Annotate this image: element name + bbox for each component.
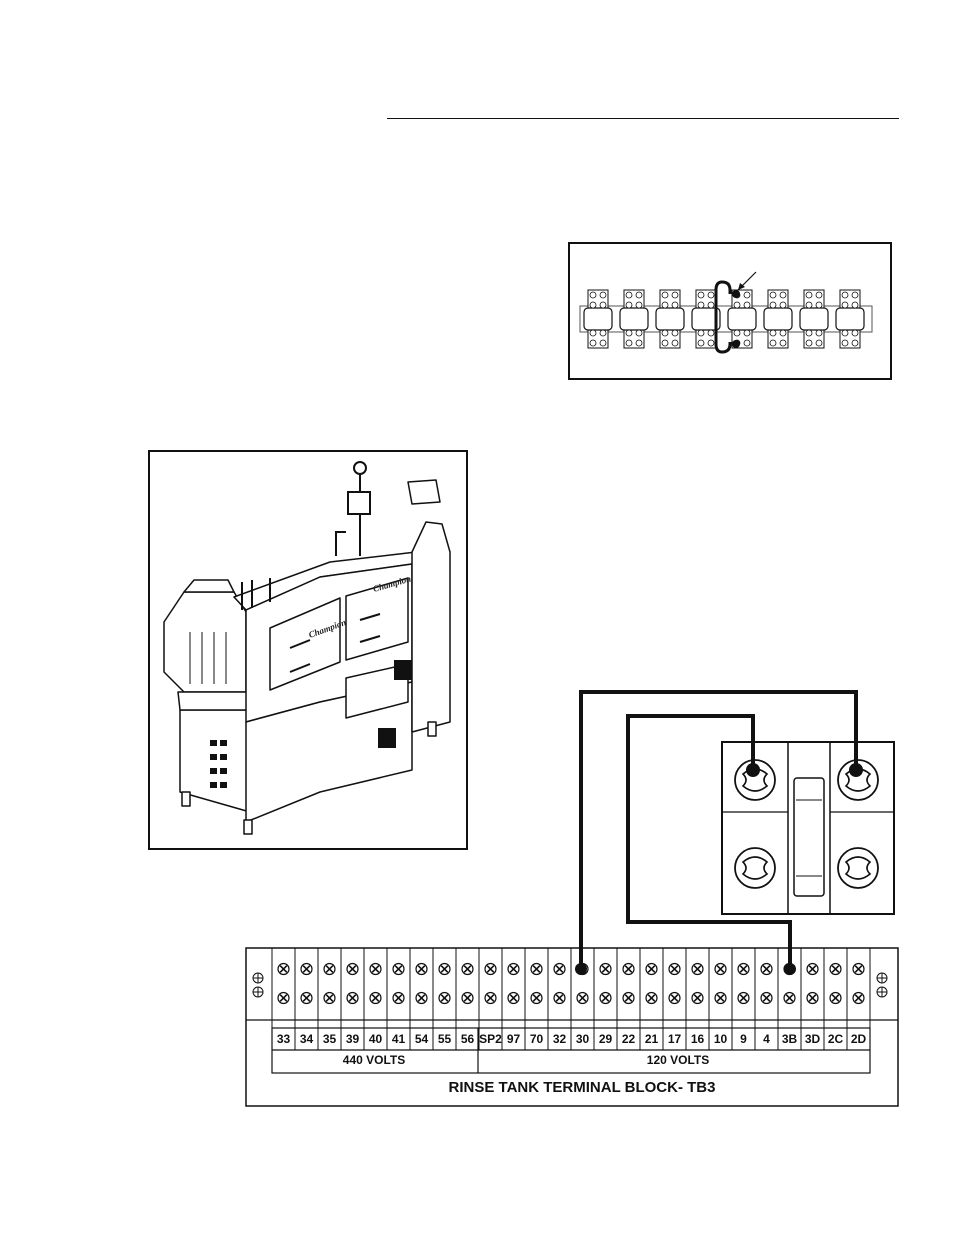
terminal-number: 56 <box>461 1032 475 1046</box>
screw-terminal-icon <box>623 964 634 975</box>
screw-terminal-icon <box>715 993 726 1004</box>
terminal-number: 16 <box>691 1032 705 1046</box>
screw-terminal-icon <box>669 993 680 1004</box>
terminal-number: 35 <box>323 1032 337 1046</box>
screw-terminal-icon <box>623 993 634 1004</box>
screw-terminal-icon <box>853 993 864 1004</box>
screw-terminal-icon <box>600 964 611 975</box>
screw-terminal-icon <box>830 964 841 975</box>
screw-terminal-icon <box>393 993 404 1004</box>
terminal-number: 22 <box>622 1032 636 1046</box>
screw-terminal-icon <box>301 964 312 975</box>
terminal-number: 55 <box>438 1032 452 1046</box>
terminal-block-title: RINSE TANK TERMINAL BLOCK- TB3 <box>449 1079 716 1096</box>
terminal-number: 33 <box>277 1032 291 1046</box>
terminal-number: 40 <box>369 1032 383 1046</box>
screw-terminal-icon <box>485 993 496 1004</box>
screw-terminal-icon <box>278 993 289 1004</box>
screw-terminal-icon <box>692 993 703 1004</box>
screw-terminal-icon <box>439 964 450 975</box>
screw-terminal-icon <box>370 993 381 1004</box>
screw-terminal-icon <box>646 964 657 975</box>
screw-terminal-icon <box>531 964 542 975</box>
screw-terminal-icon <box>738 993 749 1004</box>
screw-terminal-icon <box>669 964 680 975</box>
screw-terminal-icon <box>738 964 749 975</box>
screw-terminal-icon <box>301 993 312 1004</box>
terminal-number: 34 <box>300 1032 314 1046</box>
screw-terminal-icon <box>807 964 818 975</box>
screw-terminal-icon <box>439 993 450 1004</box>
screw-terminal-icon <box>347 993 358 1004</box>
screw-terminal-icon <box>324 964 335 975</box>
screw-terminal-icon <box>485 964 496 975</box>
screw-terminal-icon <box>692 964 703 975</box>
terminal-number: 54 <box>415 1032 429 1046</box>
screw-terminal-icon <box>416 964 427 975</box>
terminal-number: 70 <box>530 1032 544 1046</box>
terminal-number: 2D <box>851 1032 867 1046</box>
screw-terminal-icon <box>807 993 818 1004</box>
terminal-number: 9 <box>740 1032 747 1046</box>
terminal-number: 4 <box>763 1032 770 1046</box>
terminal-number: 29 <box>599 1032 613 1046</box>
screw-terminal-icon <box>554 993 565 1004</box>
screw-terminal-icon <box>370 964 381 975</box>
screw-terminal-icon <box>531 993 542 1004</box>
screw-terminal-icon <box>347 964 358 975</box>
screw-terminal-icon <box>462 964 473 975</box>
screw-terminal-icon <box>761 993 772 1004</box>
screw-terminal-icon <box>784 993 795 1004</box>
terminal-number: 2C <box>828 1032 844 1046</box>
screw-terminal-icon <box>278 964 289 975</box>
screw-terminal-icon <box>324 993 335 1004</box>
screw-terminal-icon <box>577 993 588 1004</box>
screw-terminal-icon <box>646 993 657 1004</box>
screw-terminal-icon <box>715 964 726 975</box>
terminal-number: 30 <box>576 1032 590 1046</box>
screw-terminal-icon <box>508 964 519 975</box>
screw-terminal-icon <box>761 964 772 975</box>
fuse-clamp-screw <box>735 848 775 888</box>
terminal-number: 21 <box>645 1032 659 1046</box>
screw-terminal-icon <box>462 993 473 1004</box>
screw-terminal-icon <box>508 993 519 1004</box>
screw-terminal-icon <box>600 993 611 1004</box>
terminal-number: 3B <box>782 1032 798 1046</box>
fuse-clamp-screw <box>838 848 878 888</box>
terminal-number: 17 <box>668 1032 682 1046</box>
screw-terminal-icon <box>830 993 841 1004</box>
terminal-number: 41 <box>392 1032 406 1046</box>
voltage-group-label: 440 VOLTS <box>343 1053 405 1067</box>
voltage-group-label: 120 VOLTS <box>647 1053 709 1067</box>
terminal-number: 97 <box>507 1032 521 1046</box>
terminal-number: 3D <box>805 1032 821 1046</box>
terminal-number: 39 <box>346 1032 360 1046</box>
terminal-number: 10 <box>714 1032 728 1046</box>
screw-terminal-icon <box>853 964 864 975</box>
screw-terminal-icon <box>416 993 427 1004</box>
screw-terminal-icon <box>554 964 565 975</box>
screw-terminal-icon <box>393 964 404 975</box>
terminal-number: 32 <box>553 1032 567 1046</box>
terminal-number: SP2 <box>479 1032 502 1046</box>
